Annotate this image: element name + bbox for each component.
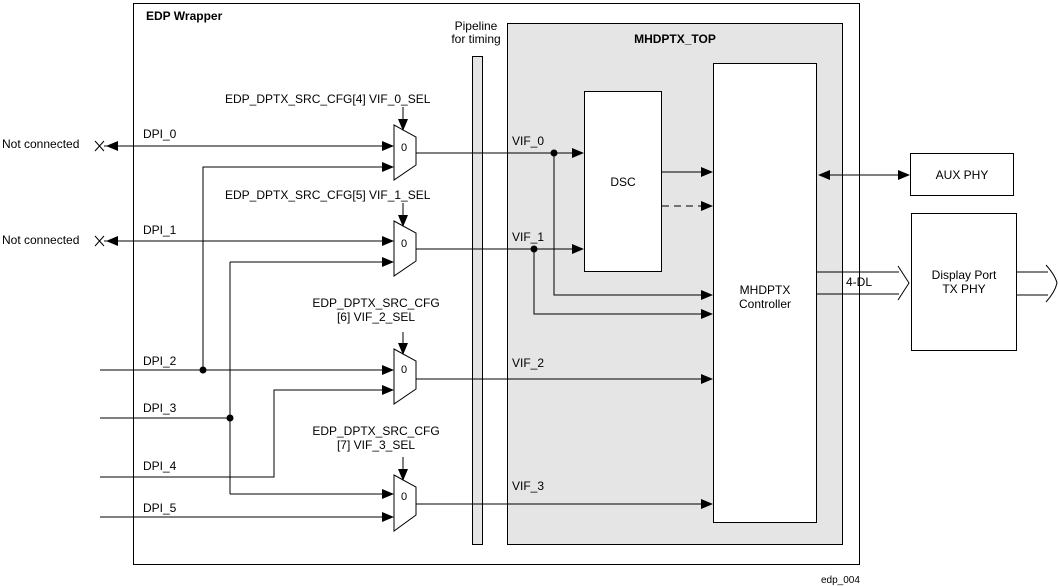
mux-3-select-label-line2: [7] VIF_3_SEL — [336, 438, 416, 452]
vif-3-label: VIF_3 — [512, 479, 545, 493]
not-connected-label-0: Not connected — [2, 137, 80, 151]
edp-wrapper-title: EDP Wrapper — [146, 9, 223, 23]
mux-2-select-label: EDP_DPTX_SRC_CFG [6] VIF_2_SEL — [301, 296, 451, 324]
vif-2-label: VIF_2 — [512, 356, 545, 370]
dp-tx-phy-label-line2: TX PHY — [942, 282, 986, 296]
mhdptx-controller-label: MHDPTX Controller — [714, 283, 816, 311]
mux-0-select-label: EDP_DPTX_SRC_CFG[4] VIF_0_SEL — [225, 92, 431, 106]
mux-1-select-label: EDP_DPTX_SRC_CFG[5] VIF_1_SEL — [225, 188, 431, 202]
not-connected-label-1: Not connected — [2, 233, 80, 247]
mux-2-select-label-line1: EDP_DPTX_SRC_CFG — [312, 296, 440, 310]
mhdptx-controller-label-line1: MHDPTX — [739, 283, 791, 297]
dpi-4-label: DPI_4 — [143, 459, 177, 473]
mux-2-select-label-line2: [6] VIF_2_SEL — [336, 310, 416, 324]
pipeline-label-line2: for timing — [451, 32, 501, 46]
pipeline-bar — [472, 56, 483, 545]
mux-3-select-label: EDP_DPTX_SRC_CFG [7] VIF_3_SEL — [301, 424, 451, 452]
aux-phy-block: AUX PHY — [910, 153, 1014, 196]
dpi-0-label: DPI_0 — [143, 127, 177, 141]
dpi-3-label: DPI_3 — [143, 401, 177, 415]
pipeline-label: Pipeline for timing — [436, 20, 516, 46]
dsc-label: DSC — [610, 174, 636, 189]
aux-phy-label: AUX PHY — [935, 167, 989, 182]
dp-tx-phy-block: Display Port TX PHY — [911, 213, 1017, 351]
vif-0-label: VIF_0 — [512, 134, 545, 148]
bus-phy-output-arrowhead-icon — [1045, 264, 1058, 303]
dpi-2-label: DPI_2 — [143, 354, 177, 368]
not-connected-x-icon-0 — [94, 140, 105, 152]
dp-tx-phy-label: Display Port TX PHY — [932, 268, 997, 296]
pipeline-label-line1: Pipeline — [454, 19, 498, 33]
mhdptx-top-title: MHDPTX_TOP — [634, 32, 716, 46]
mux-3-select-label-line1: EDP_DPTX_SRC_CFG — [312, 424, 440, 438]
bus-4dl-arrowhead-icon — [897, 265, 910, 301]
dpi-5-label: DPI_5 — [143, 501, 177, 515]
figure-id: edp_004 — [821, 575, 860, 586]
vif-1-label: VIF_1 — [512, 230, 545, 244]
bus-phy-output-lines — [1017, 271, 1048, 296]
dpi-1-label: DPI_1 — [143, 223, 177, 237]
mhdptx-controller-label-line2: Controller — [738, 297, 792, 311]
bus-4dl-label: 4-DL — [845, 275, 872, 289]
not-connected-x-icon-1 — [94, 235, 105, 247]
dsc-block: DSC — [584, 91, 662, 272]
mhdptx-controller-block: MHDPTX Controller — [713, 63, 817, 523]
dp-tx-phy-label-line1: Display Port — [931, 268, 997, 282]
